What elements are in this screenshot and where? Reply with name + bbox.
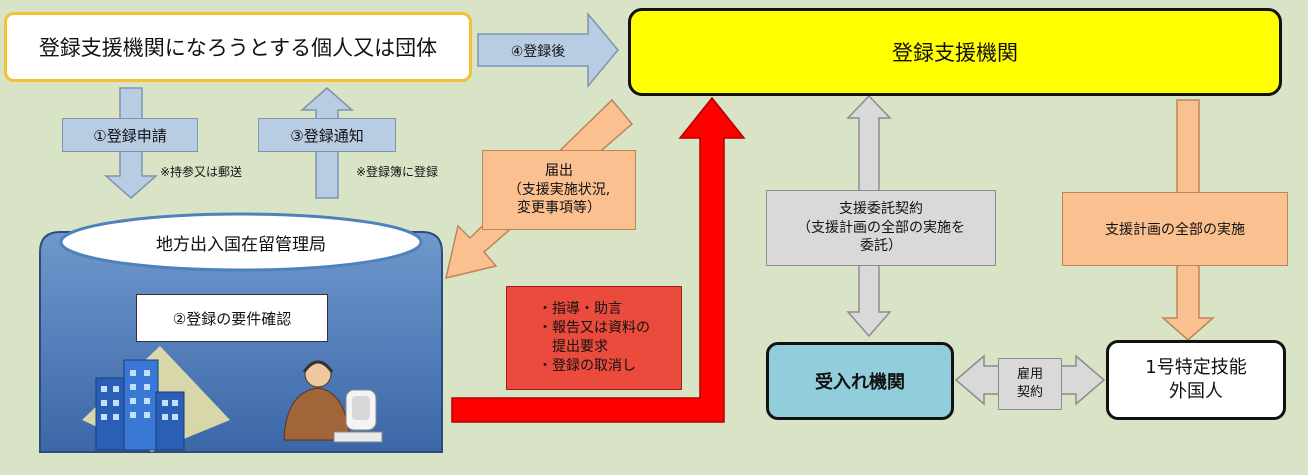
- applicant-label: 登録支援機関になろうとする個人又は団体: [38, 36, 438, 60]
- applicant-box: 登録支援機関になろうとする個人又は団体: [4, 12, 472, 82]
- after-registration-arrow: [477, 11, 619, 89]
- apply-note: ※持参又は郵送: [160, 164, 243, 179]
- notify-note: ※登録簿に登録: [356, 164, 439, 179]
- host-org-label: 受入れ機関: [815, 372, 905, 393]
- apply-label-box: ①登録申請: [62, 118, 198, 152]
- guidance-arrow: [451, 96, 746, 423]
- implementation-box: 支援計画の全部の実施: [1062, 192, 1288, 266]
- immigration-cylinder-top: [59, 212, 423, 272]
- registered-org-label: 登録支援機関: [892, 41, 1018, 65]
- buildings-icon: [82, 346, 230, 452]
- requirement-check-box: ②登録の要件確認: [136, 294, 328, 342]
- host-org-box: 受入れ機関: [766, 342, 954, 420]
- foreigner-box: 1号特定技能 外国人: [1106, 340, 1286, 420]
- guidance-box: ・指導・助言 ・報告又は資料の 提出要求 ・登録の取消し: [506, 286, 682, 390]
- after-registration-label: ④登録後: [510, 44, 566, 60]
- registered-org-box: 登録支援機関: [628, 8, 1282, 96]
- report-label-box: 届出 （支援実施状況, 変更事項等）: [482, 150, 636, 230]
- consignment-box: 支援委託契約 （支援計画の全部の実施を 委託）: [766, 190, 996, 266]
- foreigner-label: 1号特定技能 外国人: [1145, 356, 1247, 402]
- immigration-title: 地方出入国在留管理局: [156, 234, 326, 255]
- notify-label-box: ③登録通知: [258, 118, 396, 152]
- employment-label-box: 雇用 契約: [998, 358, 1062, 410]
- worker-icon: [283, 360, 383, 443]
